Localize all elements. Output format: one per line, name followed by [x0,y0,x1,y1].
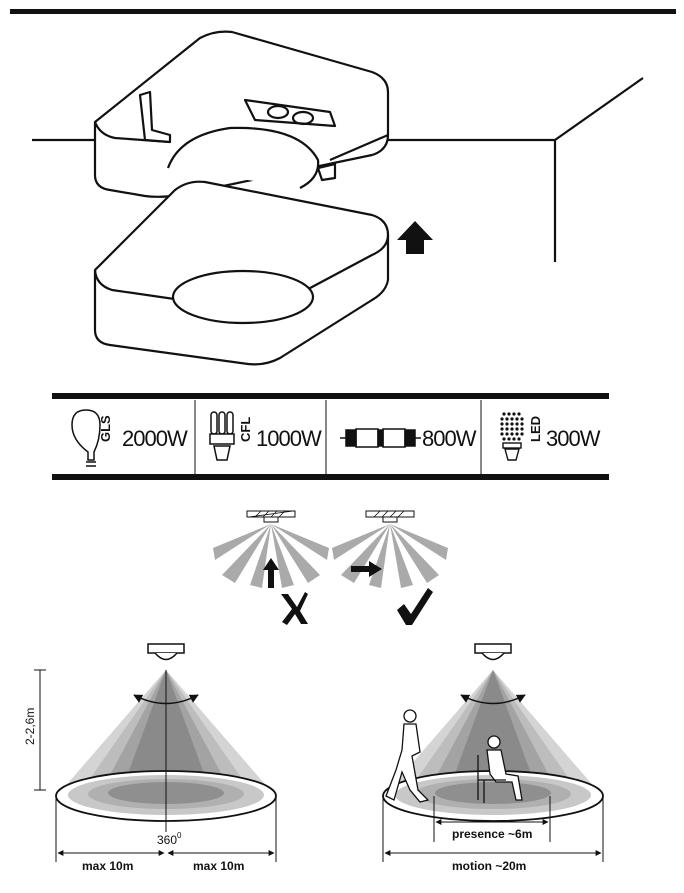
lamp-type-cfl: CFL [238,417,253,442]
up-arrow-icon [397,221,433,254]
presence-label: presence ~6m [452,827,532,841]
bulb-icon [71,409,101,467]
lamp-watts-tube: 800W [422,426,477,451]
max-left-label: max 10m [82,859,133,873]
seated-person-icon [477,735,523,803]
installation-drawing [32,30,644,366]
height-label: 2-2,6m [23,708,37,745]
checkmark-icon [397,588,433,625]
angle-label: 3600 [157,831,182,847]
led-lamp-icon [500,412,524,461]
lamp-type-gls: GLS [98,415,113,442]
motion-across-sensor-diagram [332,510,448,625]
fluorescent-tube-icon [340,428,421,448]
lamp-watts-cfl: 1000W [256,426,322,451]
presence-motion-diagram: presence ~6m motion ~20m [382,643,604,873]
top-rule [10,9,676,14]
walking-person-icon [385,709,430,803]
table-top-rule [52,393,609,399]
cfl-lamp-icon [209,411,235,461]
max-right-label: max 10m [193,859,244,873]
cross-icon [281,592,308,625]
table-bottom-rule [52,474,609,480]
lamp-watts-gls: 2000W [122,426,188,451]
motion-label: motion ~20m [452,859,526,873]
detection-range-diagram: 2-2,6m 3600 max 10m max 10m [23,643,277,873]
lamp-type-led: LED [528,416,543,442]
motion-toward-sensor-diagram [213,510,329,625]
lamp-watts-led: 300W [546,426,601,451]
